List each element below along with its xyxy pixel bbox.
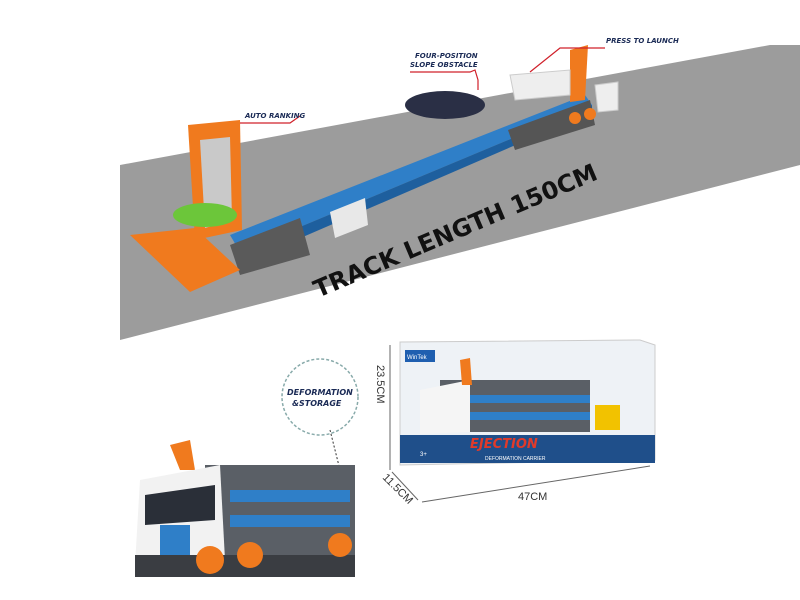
dimension-depth: 11.5CM: [380, 472, 415, 507]
dimension-width: 47CM: [518, 491, 547, 503]
package-sublogo: DEFORMATION CARRIER: [485, 456, 546, 462]
deformation-label-2: &STORAGE: [292, 399, 342, 408]
black-car: [405, 91, 485, 119]
floor-band: [120, 45, 800, 340]
age-badge: 3+: [420, 452, 427, 458]
truck: [135, 440, 355, 577]
green-car: [173, 203, 237, 227]
track: [230, 95, 595, 275]
launcher: [509, 45, 619, 124]
deformation-label-1: DEFORMATION: [287, 388, 353, 397]
deformation-badge: [281, 358, 359, 436]
callout-slope-1: FOUR-POSITION: [415, 52, 478, 60]
callout-launch: PRESS TO LAUNCH: [606, 37, 679, 45]
package-box: WinTek EJECTION DEFORMATION CARRIER 3+: [399, 339, 656, 466]
callout-slope-2: SLOPE OBSTACLE: [410, 61, 478, 69]
package-logo: EJECTION: [470, 437, 538, 452]
brand-label: WinTek: [407, 355, 428, 361]
callout-auto-ranking: AUTO RANKING: [244, 112, 306, 120]
dimension-height: 23.5CM: [374, 365, 386, 404]
